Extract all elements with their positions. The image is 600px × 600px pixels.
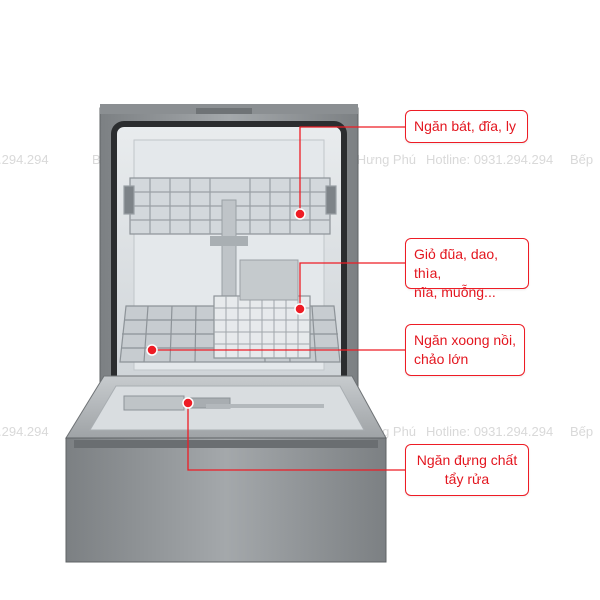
- upper-rack: [123, 177, 337, 235]
- watermark-fragment: .294.294: [0, 152, 49, 167]
- callout-dots: [146, 208, 306, 409]
- open-door: [65, 375, 387, 439]
- callout-pot-line2: chảo lớn: [414, 351, 469, 367]
- callout-pot-rack: Ngăn xoong nồi, chảo lớn: [405, 324, 525, 376]
- watermark-hotline: Hotline: 0931.294.294: [426, 424, 554, 439]
- callout-cutlery-basket: Giỏ đũa, dao, thìa, nĩa, muỗng...: [405, 238, 529, 300]
- callout-dish-rack: Ngăn bát, đĩa, ly: [405, 110, 528, 143]
- watermark-fragment: Bếp: [570, 152, 594, 167]
- callout-detergent-line2: tẩy rửa: [444, 471, 490, 487]
- watermark-fragment: .294.294: [0, 424, 49, 439]
- cutlery-basket: [213, 259, 311, 359]
- cabinet-base: [65, 437, 387, 563]
- watermark-fragment: Bếp: [570, 424, 594, 439]
- callout-detergent: Ngăn đựng chất tẩy rửa: [405, 444, 529, 496]
- callout-cutlery-line2: nĩa, muỗng...: [414, 284, 496, 300]
- watermark-hotline: Hotline: 0931.294.294: [426, 152, 554, 167]
- callout-detergent-line1: Ngăn đựng chất: [416, 452, 518, 468]
- callout-pot-line1: Ngăn xoong nồi,: [414, 332, 516, 348]
- callout-lines: [152, 126, 405, 471]
- callout-dish-rack-text: Ngăn bát, đĩa, ly: [414, 118, 516, 134]
- callout-cutlery-line1: Giỏ đũa, dao, thìa,: [414, 246, 499, 281]
